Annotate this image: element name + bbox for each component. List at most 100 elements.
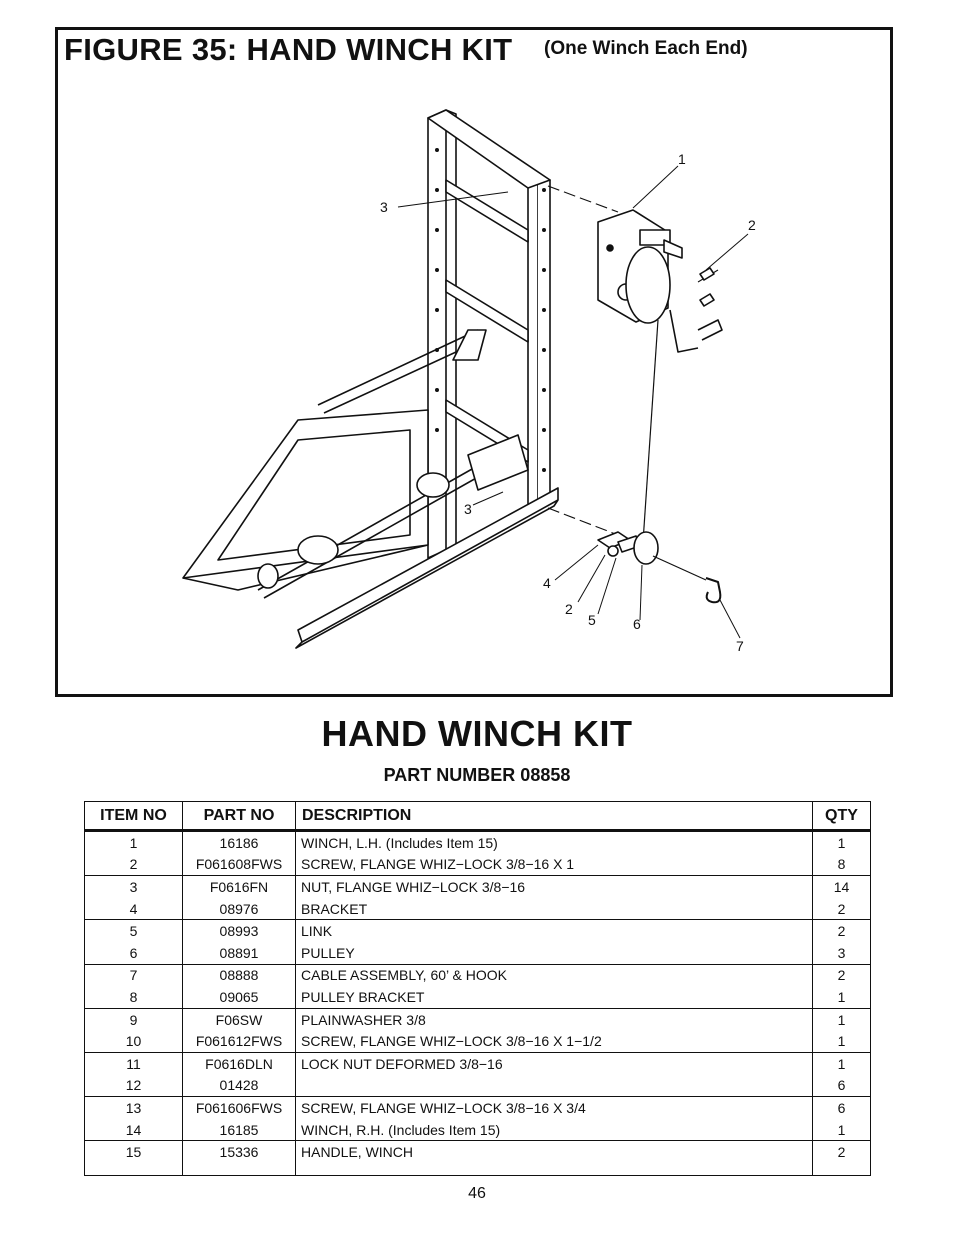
col-header-qty: QTY [812, 801, 871, 832]
part-no: 01428 [182, 1074, 296, 1098]
qty: 8 [812, 853, 871, 877]
part-no: F061612FWS [182, 1030, 296, 1053]
figure-subtitle: (One Winch Each End) [544, 38, 748, 59]
part-no: 09065 [182, 986, 296, 1009]
hook-icon [705, 577, 722, 604]
description: CABLE ASSEMBLY, 60’ & HOOK [295, 964, 813, 987]
item-no: 14 [84, 1118, 183, 1142]
qty: 1 [812, 1052, 871, 1075]
qty: 3 [812, 941, 871, 965]
pulley-bracket-assembly [597, 531, 659, 565]
table-row: 7 08888 CABLE ASSEMBLY, 60’ & HOOK 2 [84, 964, 871, 987]
callout-5: 5 [588, 612, 596, 628]
winch-bolts [699, 267, 715, 307]
description: BRACKET [295, 897, 813, 921]
col-header-description: DESCRIPTION [295, 801, 813, 832]
qty: 1 [812, 830, 871, 854]
page-heading: HAND WINCH KIT [321, 713, 633, 754]
item-no: 6 [84, 941, 183, 965]
callout-6: 6 [633, 616, 641, 632]
part-no: 08976 [182, 897, 296, 921]
item-no: 1 [84, 830, 183, 854]
table-row: 4 08976 BRACKET 2 [84, 897, 871, 921]
description [295, 1074, 813, 1098]
part-no: 16186 [182, 830, 296, 854]
frame-crossbar-1 [445, 179, 529, 243]
qty: 1 [812, 1030, 871, 1053]
description: SCREW, FLANGE WHIZ−LOCK 3/8−16 X 3/4 [295, 1096, 813, 1119]
part-no: 15336 [182, 1140, 296, 1177]
col-header-item-no: ITEM NO [84, 801, 183, 832]
description: WINCH, L.H. (Includes Item 15) [295, 830, 813, 854]
page-number: 46 [468, 1185, 486, 1202]
description: LOCK NUT DEFORMED 3/8−16 [295, 1052, 813, 1075]
table-row: 2 F061608FWS SCREW, FLANGE WHIZ−LOCK 3/8… [84, 853, 871, 877]
upper-shaft [317, 329, 483, 414]
qty: 14 [812, 875, 871, 898]
qty: 2 [812, 964, 871, 987]
axle-shaft [257, 459, 495, 599]
part-no: 08888 [182, 964, 296, 987]
item-no: 15 [84, 1140, 183, 1177]
part-no: 08993 [182, 919, 296, 942]
callout-2-lower: 2 [565, 601, 573, 617]
callout-4: 4 [543, 575, 551, 591]
item-no: 4 [84, 897, 183, 921]
hitch-frame [182, 409, 429, 579]
qty: 1 [812, 1118, 871, 1142]
callout-1: 1 [678, 151, 686, 167]
part-number: PART NUMBER 08858 [383, 765, 571, 785]
item-no: 9 [84, 1008, 183, 1031]
callout-3-lower: 3 [464, 501, 472, 517]
frame-holes [435, 148, 546, 472]
item-no: 12 [84, 1074, 183, 1098]
description: SCREW, FLANGE WHIZ−LOCK 3/8−16 X 1−1/2 [295, 1030, 813, 1053]
item-no: 11 [84, 1052, 183, 1075]
callout-3-upper: 3 [380, 199, 388, 215]
table-row: 12 01428 6 [84, 1074, 871, 1098]
callout-2-upper: 2 [748, 217, 756, 233]
winch-assembly-drawing: 1 2 3 3 4 2 5 6 7 [182, 109, 756, 654]
frame-crossbar-2 [445, 279, 529, 343]
description: PLAINWASHER 3/8 [295, 1008, 813, 1031]
table-row: 14 16185 WINCH, R.H. (Includes Item 15) … [84, 1118, 871, 1142]
part-no: F0616FN [182, 875, 296, 898]
part-no: F0616DLN [182, 1052, 296, 1075]
table-row: 9 F06SW PLAINWASHER 3/8 1 [84, 1008, 871, 1031]
table-row: 8 09065 PULLEY BRACKET 1 [84, 986, 871, 1009]
frame-right-post [527, 169, 551, 507]
gearbox [467, 434, 529, 491]
description: SCREW, FLANGE WHIZ−LOCK 3/8−16 X 1 [295, 853, 813, 877]
description: PULLEY [295, 941, 813, 965]
table-row: 15 15336 HANDLE, WINCH 2 [84, 1140, 871, 1177]
item-no: 10 [84, 1030, 183, 1053]
description: NUT, FLANGE WHIZ−LOCK 3/8−16 [295, 875, 813, 898]
hub-left [297, 535, 339, 565]
table-row: 3 F0616FN NUT, FLANGE WHIZ−LOCK 3/8−16 1… [84, 875, 871, 898]
winch-handle [669, 309, 723, 353]
item-no: 13 [84, 1096, 183, 1119]
item-no: 2 [84, 853, 183, 877]
table-row: 13 F061606FWS SCREW, FLANGE WHIZ−LOCK 3/… [84, 1096, 871, 1119]
item-no: 3 [84, 875, 183, 898]
pto-end [257, 563, 279, 589]
table-row: 10 F061612FWS SCREW, FLANGE WHIZ−LOCK 3/… [84, 1030, 871, 1053]
callout-labels: 1 2 3 3 4 2 5 6 7 [380, 151, 756, 654]
winch-cable [642, 319, 659, 543]
qty: 1 [812, 986, 871, 1009]
table-row: 1 16186 WINCH, L.H. (Includes Item 15) 1 [84, 830, 871, 854]
table-row: 5 08993 LINK 2 [84, 919, 871, 942]
description: HANDLE, WINCH [295, 1140, 813, 1177]
table-row: 6 08891 PULLEY 3 [84, 941, 871, 965]
bottom-angle-rail [295, 487, 559, 649]
description: LINK [295, 919, 813, 942]
part-no: F06SW [182, 1008, 296, 1031]
qty: 2 [812, 919, 871, 942]
parts-table: ITEM NO PART NO DESCRIPTION QTY 1 16186 … [84, 801, 871, 1177]
qty: 2 [812, 897, 871, 921]
hub-right [416, 472, 450, 498]
figure-title: FIGURE 35: HAND WINCH KIT [64, 32, 513, 67]
description: WINCH, R.H. (Includes Item 15) [295, 1118, 813, 1142]
part-no: F061608FWS [182, 853, 296, 877]
part-no: F061606FWS [182, 1096, 296, 1119]
